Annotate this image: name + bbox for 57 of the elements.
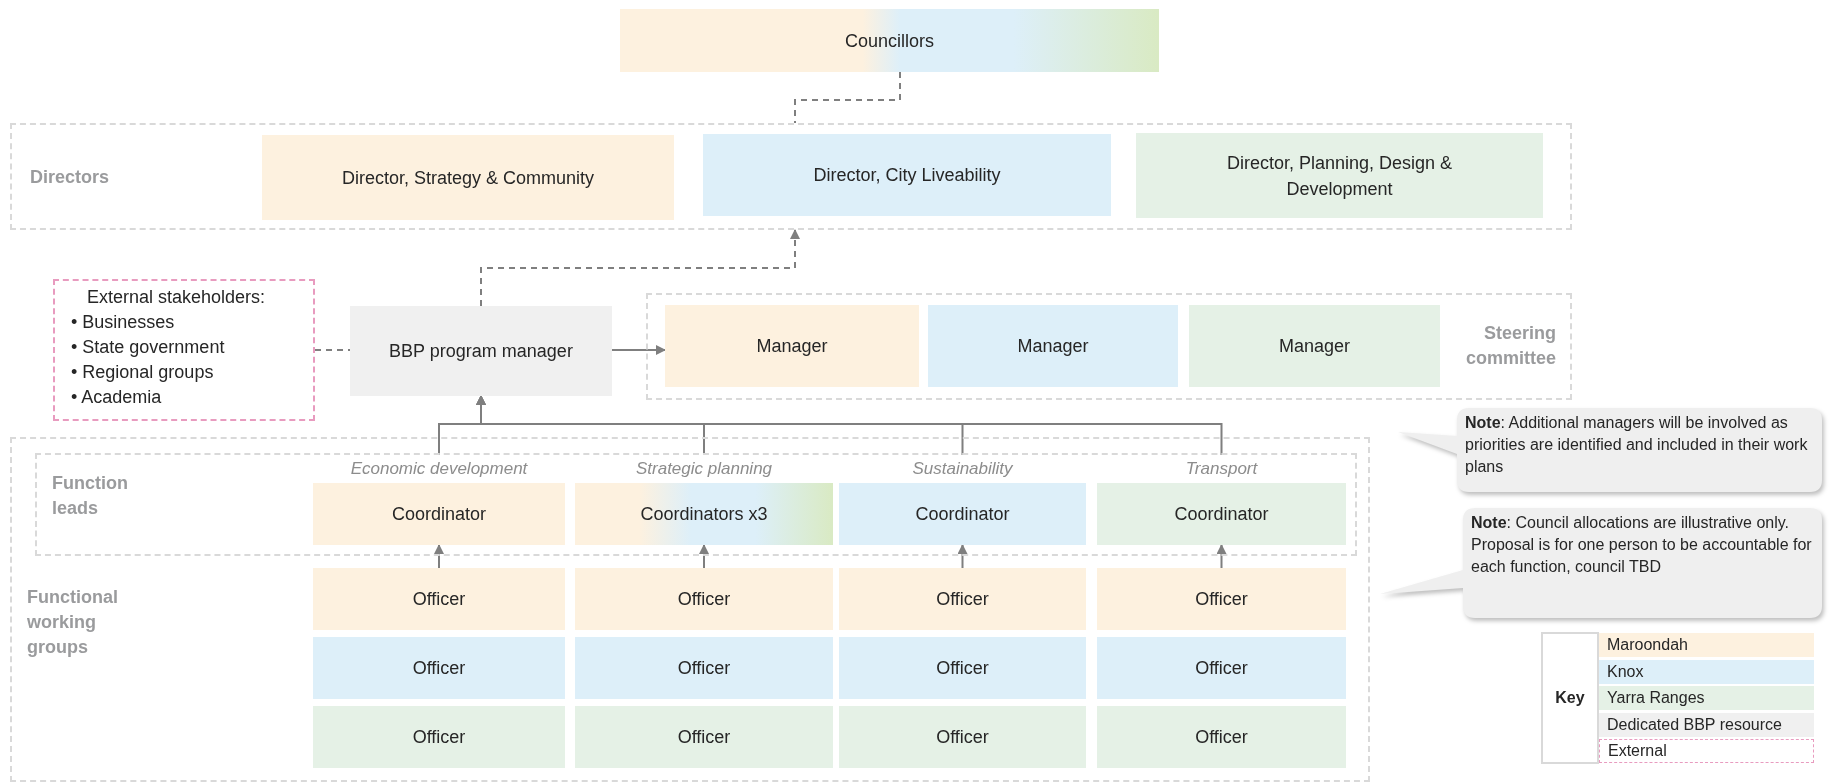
connector-arrow: [1216, 544, 1227, 569]
role-box: Officer: [313, 637, 565, 699]
list-item: • State government: [71, 336, 226, 359]
role-box: Director, Planning, Design & Development: [1136, 133, 1543, 218]
legend-item: External: [1599, 739, 1814, 763]
role-box: Officer: [1097, 637, 1346, 699]
role-box: Director, City Liveability: [703, 134, 1111, 216]
group-label: Functional working groups: [27, 586, 119, 659]
legend-item: Knox: [1599, 659, 1814, 684]
function-name: Economic development: [349, 458, 529, 480]
group-label: Steering committee: [1464, 322, 1556, 370]
role-box: BBP program manager: [350, 306, 612, 396]
role-box: Officer: [839, 568, 1086, 630]
connector-arrow: [476, 395, 1223, 456]
group-label: Directors: [30, 166, 111, 189]
legend-title: Key: [1555, 688, 1585, 708]
list-item: • Regional groups: [71, 361, 215, 384]
role-box: Coordinator: [1097, 483, 1346, 545]
legend-item: Dedicated BBP resource: [1599, 712, 1814, 737]
role-box: Officer: [575, 706, 833, 768]
role-box: Officer: [1097, 568, 1346, 630]
role-box: Officer: [839, 637, 1086, 699]
role-box: Coordinator: [313, 483, 565, 545]
function-name: Transport: [1184, 458, 1259, 480]
list-item: • Businesses: [71, 311, 176, 334]
role-box: Councillors: [620, 9, 1159, 72]
role-box: Officer: [575, 568, 833, 630]
connector-arrow: [611, 345, 666, 355]
role-box: Director, Strategy & Community: [262, 135, 674, 220]
connector-arrow: [480, 229, 800, 307]
connector-arrow: [957, 544, 968, 569]
stakeholder-box: [53, 279, 315, 421]
role-box: Manager: [665, 305, 919, 387]
group-frame: [10, 437, 1370, 782]
connector-arrow: [699, 544, 709, 569]
list-item: • Academia: [71, 386, 163, 409]
callout-note: Note: Council allocations are illustrative only. Proposal is for one person to be accountable for each function, council TBD: [1380, 508, 1822, 618]
role-box: Officer: [313, 706, 565, 768]
callout-note: Note: Additional managers will be involved as priorities are identified and included in their work plans: [1398, 408, 1822, 492]
role-box: Officer: [839, 706, 1086, 768]
function-name: Strategic planning: [634, 458, 774, 480]
connector-arrow: [434, 544, 444, 569]
function-name: Sustainability: [911, 458, 1014, 480]
role-box: Manager: [1189, 305, 1440, 387]
role-box: Officer: [313, 568, 565, 630]
legend-item: Yarra Ranges: [1599, 686, 1814, 710]
role-box: Manager: [928, 305, 1178, 387]
role-box: Coordinators x3: [575, 483, 833, 545]
group-frame: [10, 123, 1572, 230]
role-box: Officer: [575, 637, 833, 699]
role-box: Officer: [1097, 706, 1346, 768]
group-frame: [35, 453, 1357, 556]
group-frame: [646, 293, 1572, 400]
legend-item: Maroondah: [1599, 633, 1814, 657]
group-label: Function leads: [52, 472, 129, 520]
list-heading: External stakeholders:: [86, 286, 267, 309]
role-box: Coordinator: [839, 483, 1086, 545]
